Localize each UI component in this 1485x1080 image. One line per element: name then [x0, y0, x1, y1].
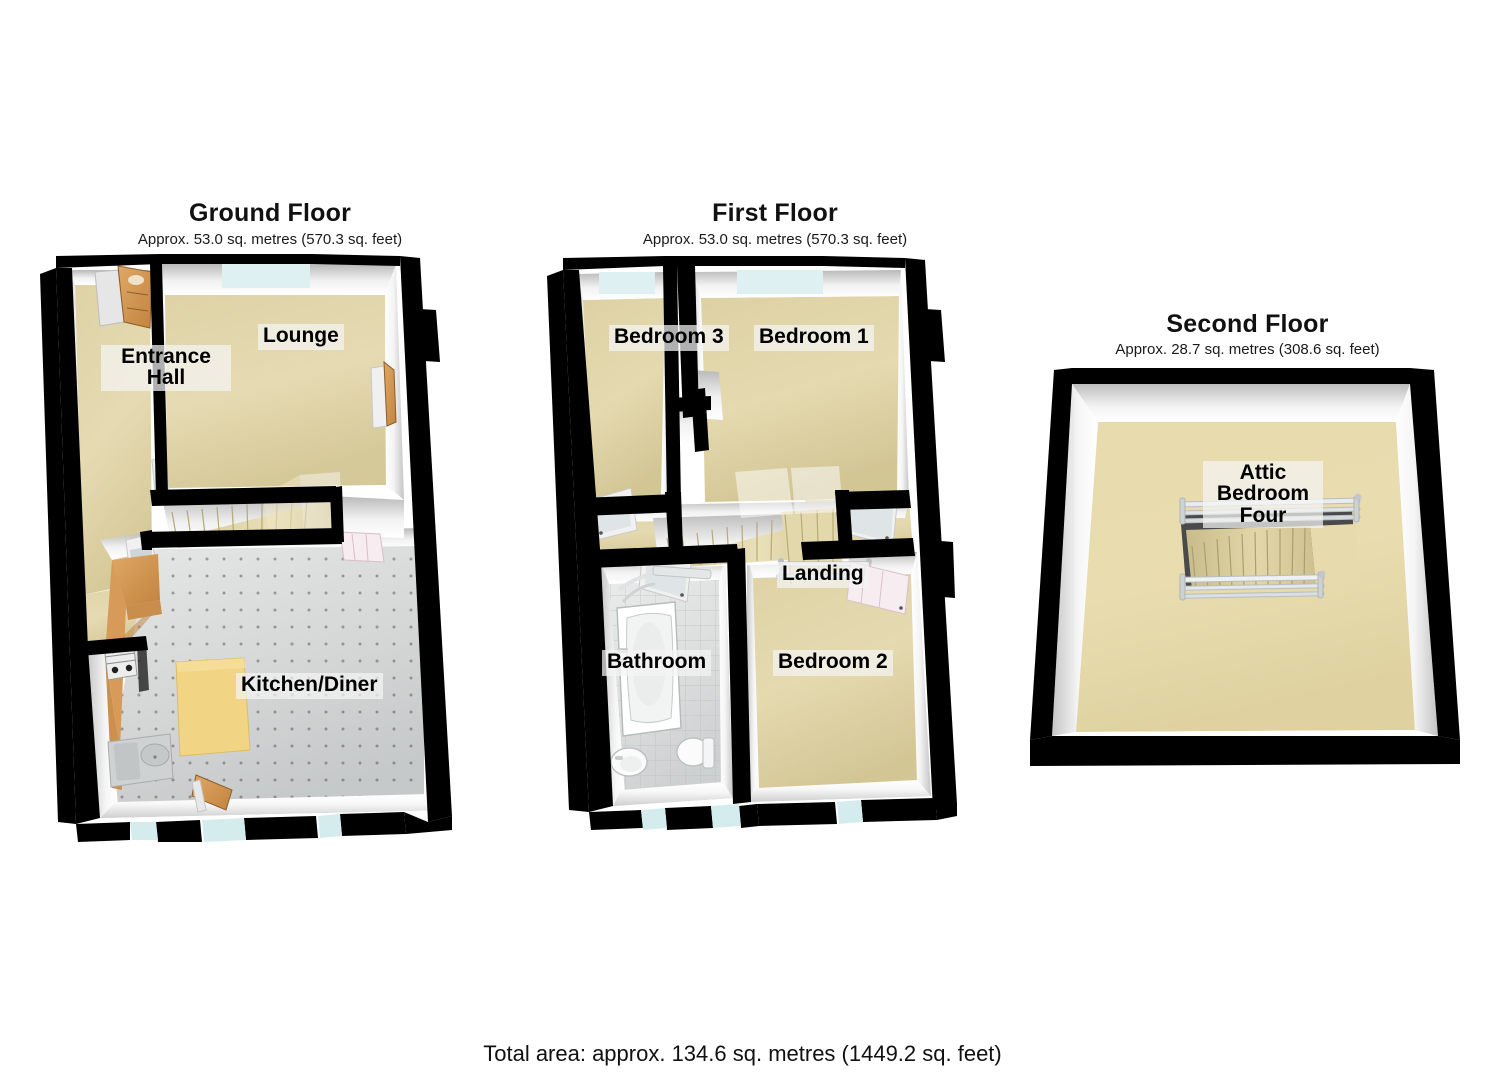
toilet-icon	[676, 737, 715, 769]
first-floor-plan: First Floor Approx. 53.0 sq. metres (570…	[505, 0, 1045, 920]
lounge-door-icon	[370, 360, 397, 429]
room-label-kitchen-diner: Kitchen/Diner	[236, 673, 383, 699]
ground-floor-partitions	[76, 264, 344, 656]
room-label-bedroom-2: Bedroom 2	[773, 650, 893, 676]
room-label-bedroom-3: Bedroom 3	[609, 325, 729, 351]
ground-floor-outer-walls	[40, 254, 452, 842]
island-unit	[175, 657, 251, 757]
second-floor-title: Second Floor	[1166, 310, 1329, 338]
first-floor-outer-walls	[547, 256, 957, 830]
wash-basin-icon	[610, 747, 648, 777]
kitchen-side-door-icon	[339, 531, 385, 563]
room-label-bathroom: Bathroom	[602, 650, 712, 676]
ground-floor-windows	[130, 814, 342, 842]
second-floor-subtitle: Approx. 28.7 sq. metres (308.6 sq. feet)	[1115, 341, 1380, 358]
ground-floor-subtitle: Approx. 53.0 sq. metres (570.3 sq. feet)	[137, 231, 403, 248]
staircase-down	[1180, 510, 1360, 590]
second-floor-plan: Second Floor Approx. 28.7 sq. metres (30…	[1010, 0, 1485, 920]
front-door-icon	[94, 265, 153, 329]
total-area-text: Total area: approx. 134.6 sq. metres (14…	[483, 1041, 1002, 1066]
room-label-bedroom-1: Bedroom 1	[754, 325, 874, 351]
second-floor-drawing	[1030, 368, 1460, 766]
room-label-lounge: Lounge	[258, 324, 344, 350]
ground-floor-plan: Ground Floor Approx. 53.0 sq. metres (57…	[0, 0, 540, 920]
shower-rail-icon	[617, 565, 712, 603]
room-label-landing: Landing	[777, 562, 869, 588]
room-label-entrance-hall: Entrance Hall	[101, 345, 231, 391]
room-label-attic-bedroom-four: Attic Bedroom Four	[1203, 461, 1323, 529]
rear-door-icon	[191, 774, 233, 813]
first-floor-title: First Floor	[712, 199, 838, 227]
ground-floor-title: Ground Floor	[188, 199, 352, 227]
first-floor-subtitle: Approx. 53.0 sq. metres (570.3 sq. feet)	[642, 231, 908, 248]
sink-icon	[107, 733, 174, 788]
bedroom-2-floor	[747, 552, 931, 802]
first-floor-windows	[641, 800, 863, 830]
second-floor-outer-walls	[1030, 368, 1460, 766]
